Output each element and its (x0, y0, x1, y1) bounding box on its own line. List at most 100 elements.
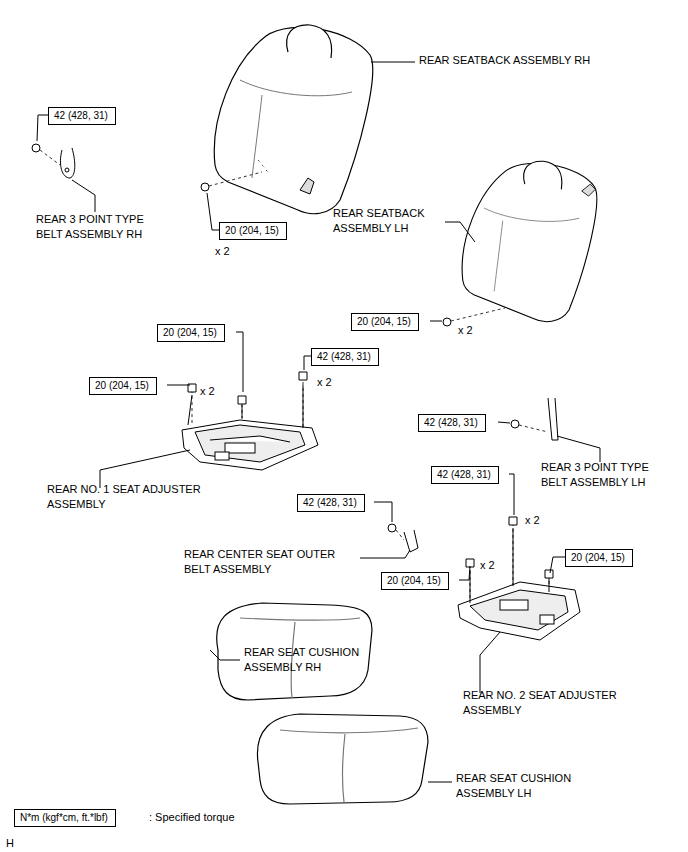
leader-lines (37, 115, 48, 141)
label-text: x 2 (215, 245, 230, 257)
dashed-axis-lines (451, 308, 505, 321)
seatback-rh (214, 25, 372, 214)
label-text: REAR 3 POINT TYPE BELT ASSEMBLY LH (541, 461, 649, 488)
torque-value: 20 (204, 15) (571, 552, 625, 563)
seatback-rh (287, 25, 332, 58)
label-text: REAR SEAT CUSHION ASSEMBLY RH (244, 646, 359, 673)
leader-lines (480, 632, 500, 693)
seat-adjuster-1 (182, 420, 318, 470)
dashed-axis-lines (40, 150, 60, 165)
part-name: REAR NO. 2 SEAT ADJUSTER ASSEMBLY (463, 688, 631, 718)
seat-adjuster-2 (545, 570, 553, 578)
seat-adjuster-2 (458, 582, 580, 640)
label-text: x 2 (317, 376, 332, 388)
torque-value: 20 (204, 15) (387, 575, 441, 586)
bolt-symbols (32, 144, 40, 152)
label-text: REAR SEAT CUSHION ASSEMBLY LH (456, 772, 571, 799)
part-name: REAR 3 POINT TYPE BELT ASSEMBLY LH (541, 460, 673, 490)
seat-cushion-rh (240, 618, 360, 620)
leader-lines (459, 566, 470, 580)
leader-lines (72, 180, 95, 212)
seatback-lh (494, 221, 503, 292)
seat-adjuster-1 (195, 425, 305, 462)
bolt-symbols (201, 183, 209, 191)
seat-cushion-lh (343, 734, 345, 802)
seat-cushion-rh (217, 603, 372, 700)
leader-lines (167, 385, 190, 386)
label-text: H (6, 837, 14, 849)
dashed-axis-lines (519, 425, 548, 432)
part-name: x 2 (480, 558, 495, 573)
dashed-axis-lines (209, 172, 262, 186)
leader-lines (37, 62, 600, 782)
label-text: REAR NO. 2 SEAT ADJUSTER ASSEMBLY (463, 689, 617, 716)
seat-cushion-rh (291, 622, 295, 698)
label-text: : Specified torque (149, 811, 235, 823)
part-name: x 2 (215, 244, 230, 259)
part-name: REAR CENTER SEAT OUTER BELT ASSEMBLY (184, 547, 362, 577)
bolt-symbols (511, 420, 519, 428)
dashed-axis-lines (396, 530, 404, 540)
label-text: REAR 3 POINT TYPE BELT ASSEMBLY RH (36, 213, 144, 240)
seat-cushion-lh (257, 714, 428, 804)
belt-anchors (404, 530, 418, 552)
seatback-lh (462, 163, 597, 321)
leader-lines (374, 502, 392, 522)
label-text: REAR NO. 1 SEAT ADJUSTER ASSEMBLY (47, 483, 201, 510)
part-name: x 2 (458, 323, 473, 338)
torque-value: 42 (428, 31) (424, 417, 478, 428)
torque-value: N*m (kgf*cm, ft.*lbf) (20, 812, 108, 823)
seat-adjuster-1 (188, 385, 303, 428)
torque-box: 20 (204, 15) (381, 572, 449, 590)
seatback-lh (524, 161, 562, 189)
torque-value: 42 (428, 31) (303, 497, 357, 508)
torque-box: 20 (204, 15) (157, 324, 225, 342)
label-text: REAR CENTER SEAT OUTER BELT ASSEMBLY (184, 548, 335, 575)
torque-value: 20 (204, 15) (225, 225, 279, 236)
part-name: REAR SEAT CUSHION ASSEMBLY LH (456, 771, 616, 801)
part-name: REAR 3 POINT TYPE BELT ASSEMBLY RH (36, 212, 168, 242)
seat-adjuster-1 (299, 372, 307, 380)
torque-box: 42 (428, 31) (431, 466, 499, 484)
belt-anchors (60, 148, 74, 178)
leader-lines (236, 332, 243, 392)
seat-adjuster-2 (509, 517, 517, 525)
seat-adjuster-2 (458, 517, 580, 640)
legend-torque-box: N*m (kgf*cm, ft.*lbf) (14, 809, 116, 827)
seat-adjuster-2 (470, 590, 568, 630)
seat-adjuster-1 (210, 436, 290, 442)
leader-lines (371, 62, 415, 63)
torque-value: 20 (204, 15) (95, 380, 149, 391)
leader-lines (428, 782, 452, 783)
belt-anchors (65, 168, 69, 172)
torque-box: 42 (428, 31) (297, 494, 365, 512)
bolt-symbols (443, 318, 451, 326)
part-name: x 2 (200, 384, 215, 399)
torque-value: 42 (428, 31) (54, 110, 108, 121)
seat-adjuster-2 (470, 528, 549, 603)
seat-adjuster-2 (466, 559, 474, 567)
torque-box: 20 (204, 15) (351, 313, 419, 331)
seatback-rh (214, 27, 372, 213)
part-name: x 2 (317, 375, 332, 390)
label-text: x 2 (458, 324, 473, 336)
seatback-lh (462, 161, 597, 321)
seat-adjuster-1 (215, 452, 229, 460)
label-text: REAR SEATBACK ASSEMBLY RH (419, 54, 590, 66)
torque-box: 20 (204, 15) (219, 222, 287, 240)
torque-box: 20 (204, 15) (89, 377, 157, 395)
part-name: : Specified torque (149, 810, 235, 825)
torque-value: 42 (428, 31) (437, 469, 491, 480)
torque-value: 20 (204, 15) (357, 316, 411, 327)
exploded-illustration (32, 25, 600, 804)
leader-lines (207, 193, 219, 230)
torque-value: 20 (204, 15) (163, 327, 217, 338)
seatback-lh (582, 184, 596, 196)
leader-lines (304, 356, 311, 370)
label-text: x 2 (480, 559, 495, 571)
part-name: H (6, 836, 14, 851)
label-text: REAR SEATBACK ASSEMBLY LH (333, 207, 425, 234)
leader-lines (509, 474, 514, 515)
seat-cushion-rh (196, 602, 372, 700)
